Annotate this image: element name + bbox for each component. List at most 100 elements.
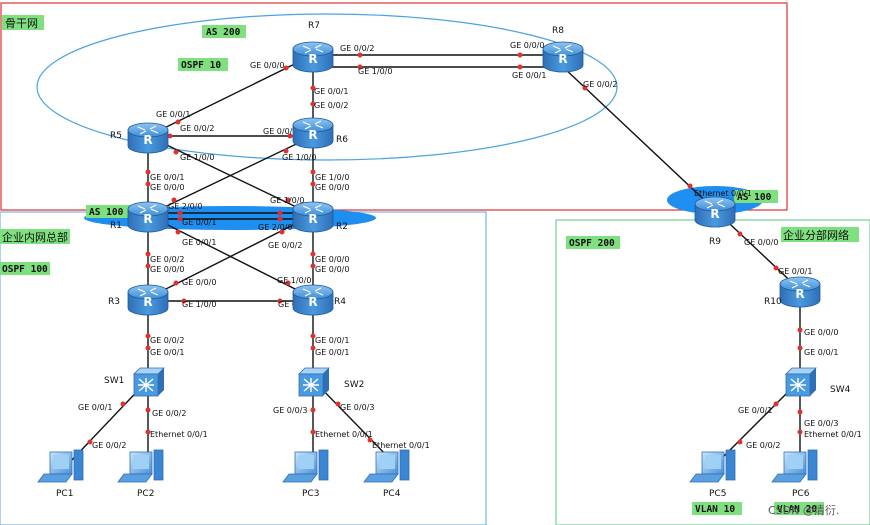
- port-label: GE 0/0/1: [78, 403, 112, 412]
- port-label: GE 2/0/0: [258, 223, 292, 232]
- router-r9[interactable]: R: [694, 196, 736, 228]
- svg-text:R: R: [558, 52, 567, 66]
- port-label: GE 0/0/1: [314, 87, 348, 96]
- svg-text:R: R: [308, 212, 317, 226]
- ospf200-tag-bg: [566, 236, 620, 249]
- router-r2[interactable]: R: [292, 201, 334, 233]
- svg-text:R: R: [710, 207, 719, 221]
- router-r4-label: R4: [334, 297, 346, 307]
- port-label: Ethernet 0/0/1: [315, 430, 373, 439]
- port-label: GE 1/0/0: [315, 173, 349, 182]
- port-label: GE 0/0/1: [150, 348, 184, 357]
- port-label: GE 0/0/0: [744, 238, 778, 247]
- router-r3-label: R3: [108, 297, 120, 307]
- port-label: GE 0/0/0: [150, 183, 184, 192]
- svg-text:R: R: [308, 52, 317, 66]
- hq-tag-bg: [0, 229, 70, 244]
- pc2-label: PC2: [137, 489, 154, 499]
- port-label: GE 0/0/0: [315, 255, 349, 264]
- switch-sw2-label: SW2: [344, 380, 364, 390]
- port-label: GE 1/0/0: [270, 196, 304, 205]
- switch-sw1[interactable]: [133, 367, 165, 397]
- port-label: GE 0/0/1: [150, 173, 184, 182]
- port-label: GE 0/0/1: [315, 348, 349, 357]
- port-label: GE 0/0/0: [315, 183, 349, 192]
- backbone-tag-bg: [2, 15, 44, 30]
- port-label: GE 1/0/0: [358, 67, 392, 76]
- port-label: GE 0/0/2: [340, 44, 374, 53]
- port-label: GE 1/0/0: [180, 153, 214, 162]
- router-r2-label: R2: [336, 222, 348, 232]
- router-r3[interactable]: R: [127, 284, 169, 316]
- router-r6[interactable]: R: [292, 117, 334, 149]
- as200-label: AS 200: [206, 27, 241, 38]
- router-r1[interactable]: R: [127, 201, 169, 233]
- router-r4[interactable]: R: [292, 284, 334, 316]
- switch-sw2[interactable]: [298, 367, 330, 397]
- port-label: GE 0/0/1: [182, 238, 216, 247]
- port-label: GE 0/0/2: [314, 101, 348, 110]
- pc1[interactable]: [37, 449, 84, 483]
- vlan10-label: VLAN 10: [695, 504, 735, 515]
- vlan20-tag-bg: [774, 502, 824, 515]
- backbone-zone-label: 骨干网: [5, 17, 38, 30]
- ospf200-label: OSPF 200: [569, 238, 615, 249]
- router-r7-label: R7: [308, 21, 320, 31]
- as100-branch-label: AS 100: [737, 192, 772, 203]
- port-label: GE 1/0/0: [282, 153, 316, 162]
- port-label: GE 0/0/2: [152, 409, 186, 418]
- hq-zone-border: [0, 211, 487, 525]
- port-label: GE 0/0/1: [315, 336, 349, 345]
- router-r10-label: R10: [764, 297, 782, 307]
- backbone-zone-border: [0, 2, 788, 211]
- branch-zone-label: 企业分部网络: [783, 228, 849, 242]
- switch-sw4[interactable]: [785, 367, 817, 397]
- pc6-label: PC6: [792, 489, 810, 499]
- branch-tag-bg: [781, 227, 859, 242]
- svg-text:R: R: [143, 212, 152, 226]
- port-dots: [87, 52, 803, 445]
- router-r5[interactable]: R: [127, 122, 169, 154]
- pc6[interactable]: [771, 449, 818, 483]
- as100-hq-label: AS 100: [89, 207, 124, 218]
- switch-sw1-label: SW1: [104, 376, 124, 386]
- port-label: Ethernet 0/0/1: [694, 189, 752, 198]
- watermark: CSDN @清衍.: [768, 503, 839, 517]
- switch-sw4-label: SW4: [830, 385, 851, 395]
- router-r1-label: R1: [110, 221, 122, 231]
- pc5[interactable]: [689, 449, 736, 483]
- port-label: GE 0/0/3: [273, 406, 307, 415]
- port-label: GE 0/0/0: [510, 41, 544, 50]
- pc4[interactable]: [363, 449, 410, 483]
- pc1-label: PC1: [56, 489, 73, 499]
- router-r8[interactable]: R: [542, 41, 584, 73]
- port-label: GE 0/0/1: [738, 406, 772, 415]
- as100-hq-tag-bg: [86, 205, 130, 218]
- port-label: GE 0/0/2: [583, 80, 617, 89]
- ospf10-tag-bg: [178, 58, 228, 71]
- port-label: GE 0/0/2: [263, 127, 297, 136]
- vlan20-label: VLAN 20: [777, 504, 817, 515]
- port-label: GE 0/0/2: [150, 336, 184, 345]
- port-label: GE 0/0/1: [512, 71, 546, 80]
- router-r5-label: R5: [110, 131, 122, 141]
- vlan10-tag-bg: [692, 502, 742, 515]
- pc4-label: PC4: [383, 489, 401, 499]
- router-r6-label: R6: [336, 135, 348, 145]
- port-label: GE 0/0/2: [92, 441, 126, 450]
- switches: [133, 367, 817, 397]
- hq-zone-label: 企业内网总部: [2, 230, 68, 244]
- port-label: GE 0/0/0: [182, 278, 216, 287]
- pc3[interactable]: [282, 449, 329, 483]
- ospf100-tag-bg: [0, 262, 50, 275]
- pcs: [37, 449, 818, 483]
- pc2[interactable]: [117, 449, 164, 483]
- svg-text:R: R: [795, 287, 804, 301]
- as200-tag-bg: [202, 25, 246, 38]
- as100-branch-tag-bg: [734, 190, 778, 203]
- router-r7[interactable]: R: [292, 41, 334, 73]
- routers: R R R R R R R R R R: [127, 41, 821, 316]
- area-tags: 骨干网 AS 200 OSPF 10 AS 100 企业内网总部 OSPF 10…: [0, 15, 859, 515]
- device-labels: R7 R8 R5 R6 R1 R2 R3 R4 R9 R10 SW1 SW2 S…: [56, 21, 851, 499]
- router-r10[interactable]: R: [779, 276, 821, 308]
